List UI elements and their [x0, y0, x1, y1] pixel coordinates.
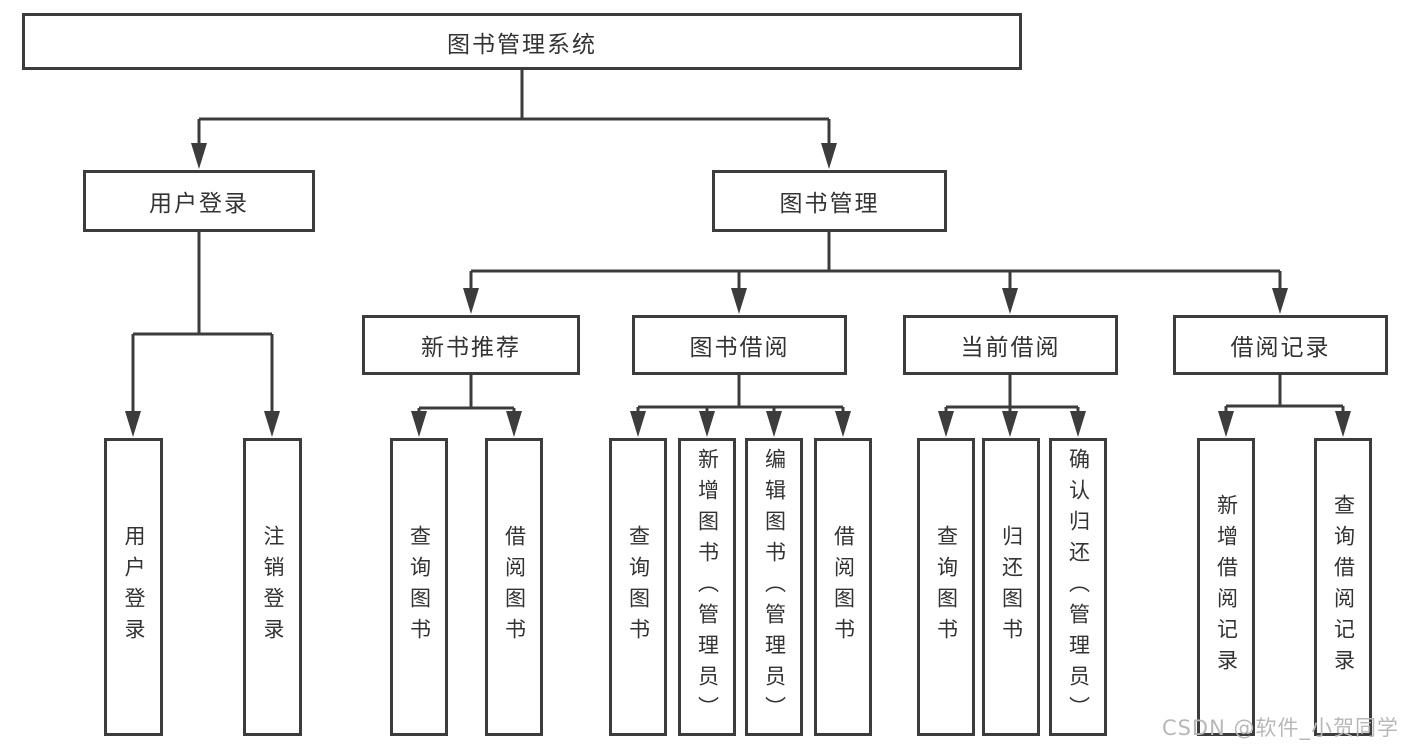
leaf-recommend-borrow-books: 借阅图书: [485, 438, 543, 736]
leaf-add-borrowing-record: 新增借阅记录: [1197, 438, 1255, 736]
leaf-borrowing-query-books: 查询图书: [609, 438, 667, 736]
leaf-confirm-return-admin: 确认归还（管理员）: [1049, 438, 1107, 736]
node-label: 查询图书: [626, 525, 651, 649]
node-book-management-system: 图书管理系统: [22, 13, 1022, 70]
node-label: 借阅图书: [831, 525, 856, 649]
node-label: 用户登录: [149, 191, 249, 217]
node-new-book-recommendation: 新书推荐: [362, 315, 580, 375]
arrowheads: [125, 143, 1351, 437]
node-label: 图书管理: [779, 191, 880, 217]
node-label: 新增借阅记录: [1214, 494, 1239, 680]
node-label: 借阅图书: [502, 525, 527, 649]
node-book-management: 图书管理: [712, 170, 947, 232]
node-label: 当前借阅: [960, 335, 1061, 361]
leaf-recommend-query-books: 查询图书: [390, 438, 448, 736]
leaf-current-query-books: 查询图书: [917, 438, 975, 736]
leaf-add-books-admin: 新增图书（管理员）: [678, 438, 736, 736]
leaf-borrowing-borrow-books: 借阅图书: [814, 438, 872, 736]
node-current-borrowing: 当前借阅: [903, 315, 1118, 375]
node-label: 查询借阅记录: [1331, 494, 1356, 680]
node-label: 新书推荐: [421, 335, 521, 361]
node-user-login: 用户登录: [83, 170, 315, 232]
node-book-borrowing: 图书借阅: [632, 315, 847, 375]
leaf-edit-books-admin: 编辑图书（管理员）: [745, 438, 803, 736]
leaf-return-books: 归还图书: [982, 438, 1040, 736]
leaf-query-borrowing-record: 查询借阅记录: [1314, 438, 1372, 736]
node-label: 确认归还（管理员）: [1066, 447, 1091, 727]
node-label: 用户登录: [122, 525, 146, 649]
node-label: 归还图书: [999, 525, 1024, 649]
leaf-logout: 注销登录: [243, 438, 302, 736]
leaf-user-login: 用户登录: [104, 438, 163, 736]
csdn-watermark: CSDN @软件_小贺同学: [1161, 716, 1399, 740]
node-label: 查询图书: [407, 525, 432, 649]
node-label: 注销登录: [261, 525, 285, 649]
node-label: 新增图书（管理员）: [695, 447, 720, 727]
node-label: 查询图书: [934, 525, 959, 649]
node-borrowing-records: 借阅记录: [1173, 315, 1388, 375]
node-label: 图书管理系统: [447, 31, 597, 58]
node-label: 借阅记录: [1230, 335, 1331, 361]
node-label: 编辑图书（管理员）: [762, 447, 787, 727]
node-label: 图书借阅: [689, 335, 790, 361]
